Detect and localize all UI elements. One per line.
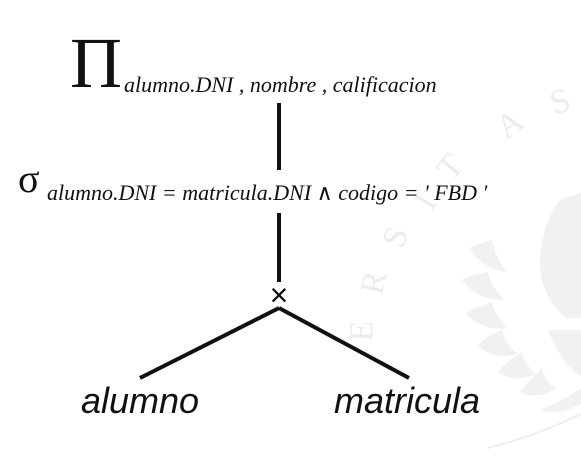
join-node: × <box>270 277 289 313</box>
projection-symbol: Π <box>70 23 122 103</box>
watermark-letter: S <box>375 222 416 253</box>
leaf-nodes: alumno matricula <box>81 380 480 421</box>
projection-attributes: alumno.DNI , nombre , calificacion <box>124 72 437 97</box>
watermark-letter: S <box>545 81 575 122</box>
relation-matricula: matricula <box>334 380 480 421</box>
edge-join-left <box>139 306 280 380</box>
cartesian-product-symbol: × <box>270 277 289 313</box>
relation-alumno: alumno <box>81 380 199 421</box>
selection-symbol: σ <box>18 156 40 201</box>
edge-join-right <box>278 306 410 380</box>
watermark-letter: R <box>354 267 395 297</box>
watermark-letter: A <box>489 102 531 147</box>
selection-condition: alumno.DNI = matricula.DNI ∧ codigo = ' … <box>47 180 487 205</box>
tree-edges <box>139 103 410 380</box>
projection-node: Π alumno.DNI , nombre , calificacion <box>70 23 437 103</box>
watermark-letter: E <box>343 320 381 342</box>
selection-node: σ alumno.DNI = matricula.DNI ∧ codigo = … <box>18 156 487 205</box>
